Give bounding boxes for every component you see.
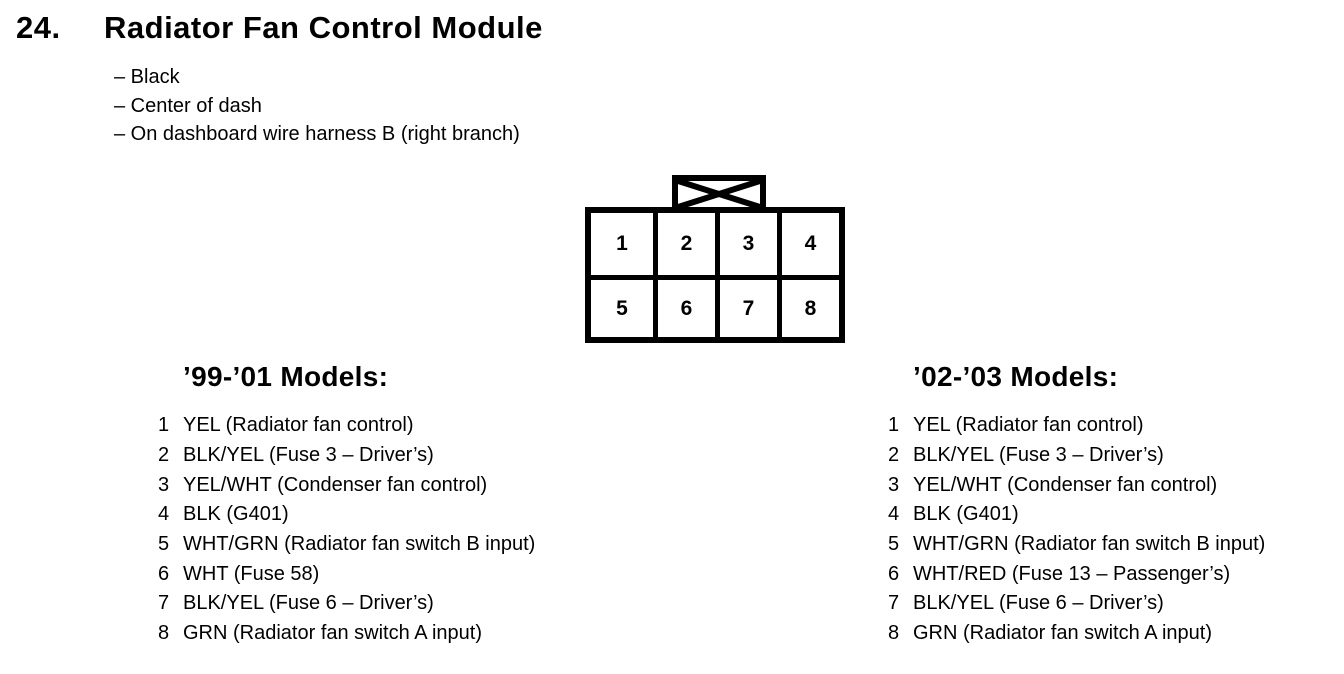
pin-number: 6 (158, 562, 170, 585)
pin-number: 2 (158, 444, 170, 467)
column-heading: ’99-’01 Models: (183, 361, 389, 392)
tab-cross-icon (678, 181, 760, 207)
pin-number: 2 (888, 444, 900, 467)
pin-row: 7 BLK/YEL (Fuse 6 – Driver’s) (888, 589, 1344, 619)
pin-number: 8 (888, 622, 900, 645)
pin-description: GRN (Radiator fan switch A input) (913, 622, 1213, 645)
pin-number: 3 (888, 473, 900, 496)
pin-row: 5 WHT/GRN (Radiator fan switch B input) (158, 530, 638, 560)
attribute-list: – Black – Center of dash – On dashboard … (114, 63, 520, 149)
pin-row: 6 WHT/RED (Fuse 13 – Passenger’s) (888, 559, 1344, 589)
attribute-line: – On dashboard wire harness B (right bra… (114, 123, 520, 146)
pin-description: BLK/YEL (Fuse 6 – Driver’s) (913, 592, 1164, 615)
attribute-line: – Center of dash (114, 94, 262, 117)
pin-description: GRN (Radiator fan switch A input) (183, 622, 483, 645)
pin-description: WHT/GRN (Radiator fan switch B input) (913, 533, 1266, 556)
connector-pin-cell: 2 (653, 213, 715, 275)
pin-number: 5 (888, 533, 900, 556)
pin-description: BLK/YEL (Fuse 3 – Driver’s) (183, 444, 434, 467)
pin-number: 7 (888, 592, 900, 615)
pin-number: 7 (158, 592, 170, 615)
pin-list: 1 YEL (Radiator fan control) 2 BLK/YEL (… (888, 411, 1344, 649)
pin-description: BLK/YEL (Fuse 6 – Driver’s) (183, 592, 434, 615)
pin-description: WHT/GRN (Radiator fan switch B input) (183, 533, 536, 556)
connector-pin-cell: 4 (777, 213, 839, 275)
connector-pin-cell: 8 (777, 275, 839, 337)
pin-description: YEL/WHT (Condenser fan control) (913, 473, 1218, 496)
connector-pin-cell: 6 (653, 275, 715, 337)
connector-pin-cell: 3 (715, 213, 777, 275)
connector-pin-cell: 7 (715, 275, 777, 337)
pin-number: 6 (888, 562, 900, 585)
connector-diagram: 1 2 3 4 5 6 7 8 (585, 175, 845, 343)
pin-number: 1 (158, 414, 170, 437)
pin-row: 5 WHT/GRN (Radiator fan switch B input) (888, 530, 1344, 560)
pin-row: 3 YEL/WHT (Condenser fan control) (158, 470, 638, 500)
connector-pin-cell: 1 (616, 232, 628, 255)
pin-row: 4 BLK (G401) (888, 500, 1344, 530)
pin-description: BLK (G401) (183, 503, 289, 526)
pin-description: BLK/YEL (Fuse 3 – Driver’s) (913, 444, 1164, 467)
pin-number: 5 (158, 533, 170, 556)
pin-description: YEL/WHT (Condenser fan control) (183, 473, 488, 496)
pin-number: 4 (888, 503, 900, 526)
pin-list: 1 YEL (Radiator fan control) 2 BLK/YEL (… (158, 411, 638, 649)
pin-row: 1 YEL (Radiator fan control) (158, 411, 638, 441)
pin-description: WHT/RED (Fuse 13 – Passenger’s) (913, 562, 1231, 585)
pin-row: 2 BLK/YEL (Fuse 3 – Driver’s) (158, 441, 638, 471)
pinout-column-02-03: ’02-’03 Models: 1 YEL (Radiator fan cont… (888, 361, 1344, 649)
connector-pin-cell: 5 (591, 275, 653, 337)
pin-number: 1 (888, 414, 900, 437)
attribute-line: – Black (114, 66, 180, 88)
pin-row: 8 GRN (Radiator fan switch A input) (158, 619, 638, 649)
pin-description: YEL (Radiator fan control) (913, 414, 1144, 437)
pin-row: 2 BLK/YEL (Fuse 3 – Driver’s) (888, 441, 1344, 471)
pin-description: BLK (G401) (913, 503, 1019, 526)
pinout-column-99-01: ’99-’01 Models: 1 YEL (Radiator fan cont… (158, 361, 638, 649)
pin-number: 3 (158, 473, 170, 496)
column-heading: ’02-’03 Models: (913, 361, 1119, 392)
pin-row: 6 WHT (Fuse 58) (158, 559, 638, 589)
pin-row: 3 YEL/WHT (Condenser fan control) (888, 470, 1344, 500)
pin-row: 1 YEL (Radiator fan control) (888, 411, 1344, 441)
pin-number: 4 (158, 503, 170, 526)
pin-row: 4 BLK (G401) (158, 500, 638, 530)
page-title: Radiator Fan Control Module (104, 10, 543, 45)
pin-row: 7 BLK/YEL (Fuse 6 – Driver’s) (158, 589, 638, 619)
connector-pin-grid: 1 2 3 4 5 6 7 8 (585, 207, 845, 343)
pin-description: YEL (Radiator fan control) (183, 414, 414, 437)
item-number: 24. (16, 10, 61, 45)
pin-number: 8 (158, 622, 170, 645)
pin-description: WHT (Fuse 58) (183, 562, 320, 585)
pin-row: 8 GRN (Radiator fan switch A input) (888, 619, 1344, 649)
